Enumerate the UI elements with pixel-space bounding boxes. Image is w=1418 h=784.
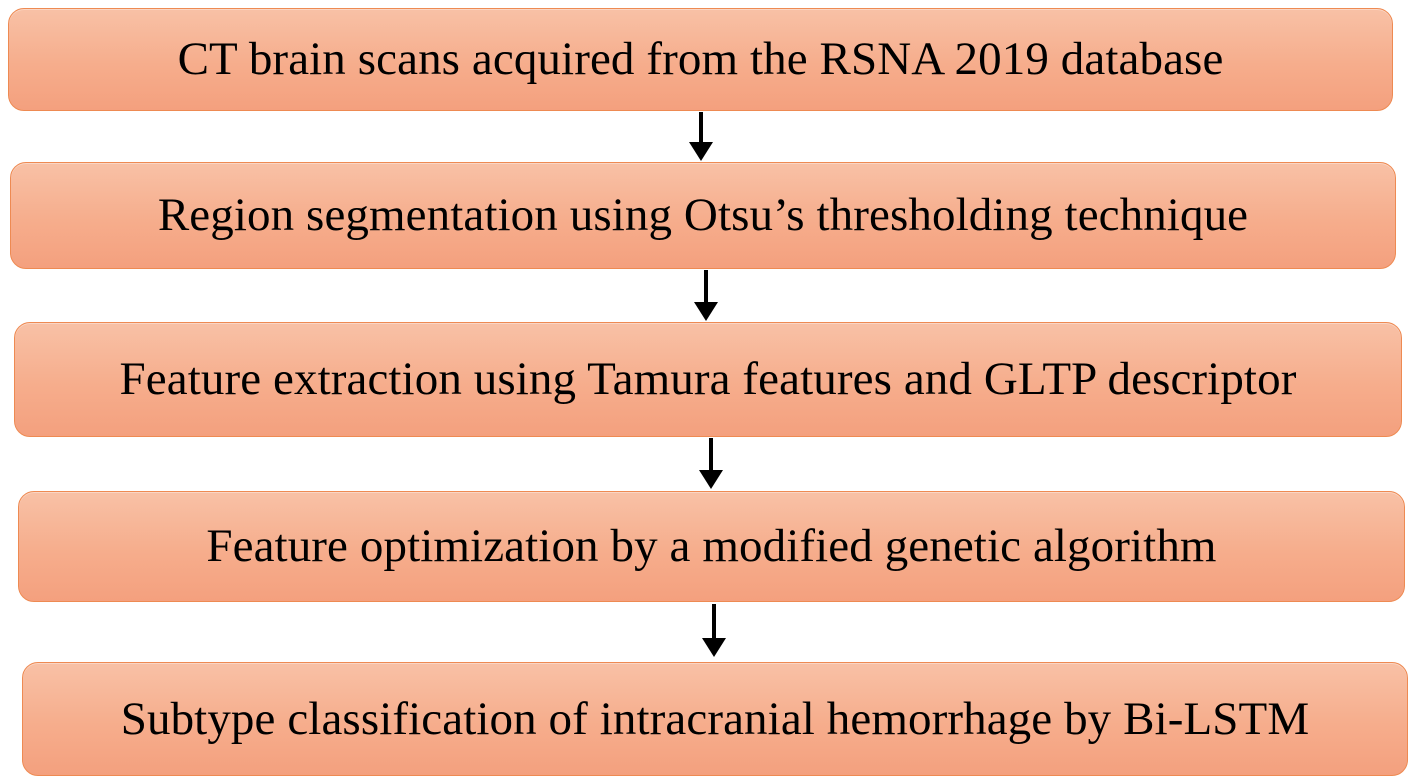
step-box-feature-optimization: Feature optimization by a modified genet… [18, 491, 1405, 602]
arrow-down-icon [691, 270, 721, 322]
step-label-feature-extraction: Feature extraction using Tamura features… [119, 353, 1297, 405]
step-label-feature-optimization: Feature optimization by a modified genet… [206, 520, 1217, 572]
arrow-down-icon [699, 604, 729, 658]
step-box-segmentation: Region segmentation using Otsu’s thresho… [10, 162, 1396, 269]
step-label-classification: Subtype classification of intracranial h… [120, 692, 1310, 745]
step-label-acquisition: CT brain scans acquired from the RSNA 20… [177, 33, 1224, 85]
step-box-feature-extraction: Feature extraction using Tamura features… [14, 322, 1402, 437]
step-box-classification: Subtype classification of intracranial h… [22, 662, 1408, 776]
step-box-acquisition: CT brain scans acquired from the RSNA 20… [8, 8, 1393, 111]
arrow-down-icon [696, 438, 726, 490]
arrow-down-icon [686, 112, 716, 162]
step-label-segmentation: Region segmentation using Otsu’s thresho… [157, 189, 1249, 241]
